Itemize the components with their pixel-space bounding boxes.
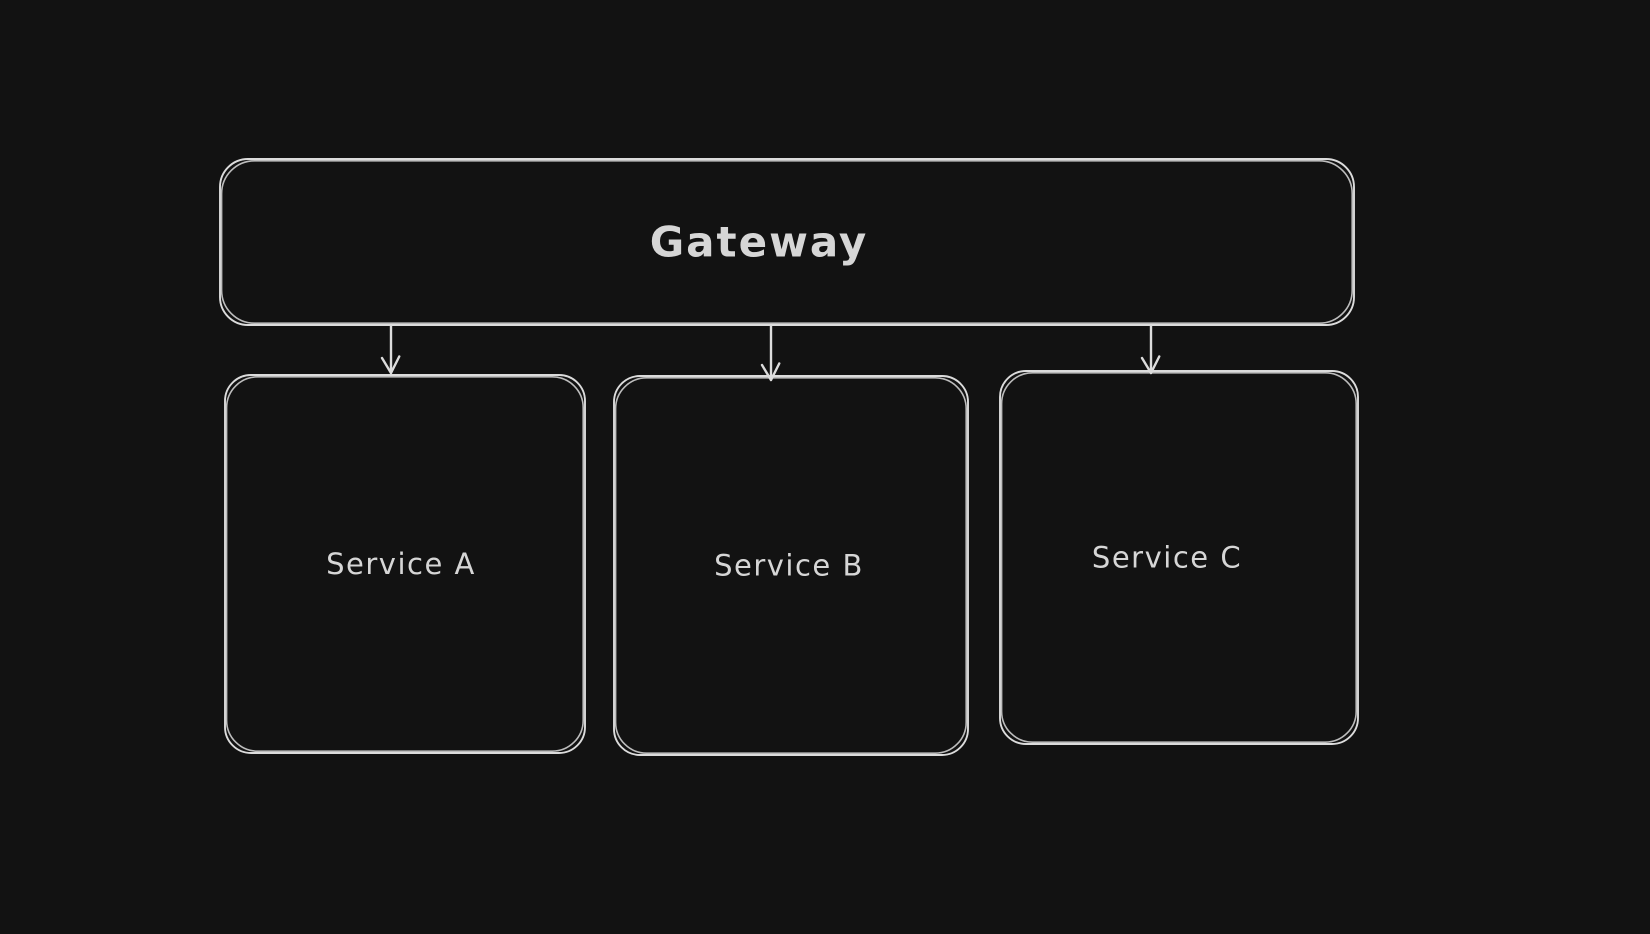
gateway-label: Gateway bbox=[650, 218, 869, 267]
arrow-down-icon bbox=[380, 355, 401, 375]
service-c-label: Service C bbox=[1092, 541, 1242, 575]
service-b-box-outline bbox=[613, 375, 969, 756]
service-c-box-outline bbox=[999, 370, 1359, 745]
service-c-box-outline-sketch bbox=[1000, 371, 1357, 743]
arrow-down-icon bbox=[760, 362, 781, 382]
gateway-box-outline-sketch bbox=[220, 160, 1353, 324]
edge-gateway-to-service-c bbox=[1140, 324, 1161, 375]
node-service-a: Service A bbox=[224, 374, 586, 754]
node-service-b: Service B bbox=[613, 375, 969, 756]
service-b-label: Service B bbox=[714, 549, 864, 583]
service-b-box-outline-sketch bbox=[614, 376, 967, 754]
gateway-box-outline bbox=[219, 158, 1355, 326]
arrow-down-icon bbox=[1140, 355, 1161, 375]
node-service-c: Service C bbox=[999, 370, 1359, 745]
edge-gateway-to-service-b bbox=[760, 324, 781, 382]
node-gateway: Gateway bbox=[219, 158, 1355, 326]
edge-gateway-to-service-a bbox=[380, 324, 401, 375]
service-a-box-outline bbox=[224, 374, 586, 754]
service-a-label: Service A bbox=[326, 547, 476, 581]
service-a-box-outline-sketch bbox=[225, 375, 585, 752]
